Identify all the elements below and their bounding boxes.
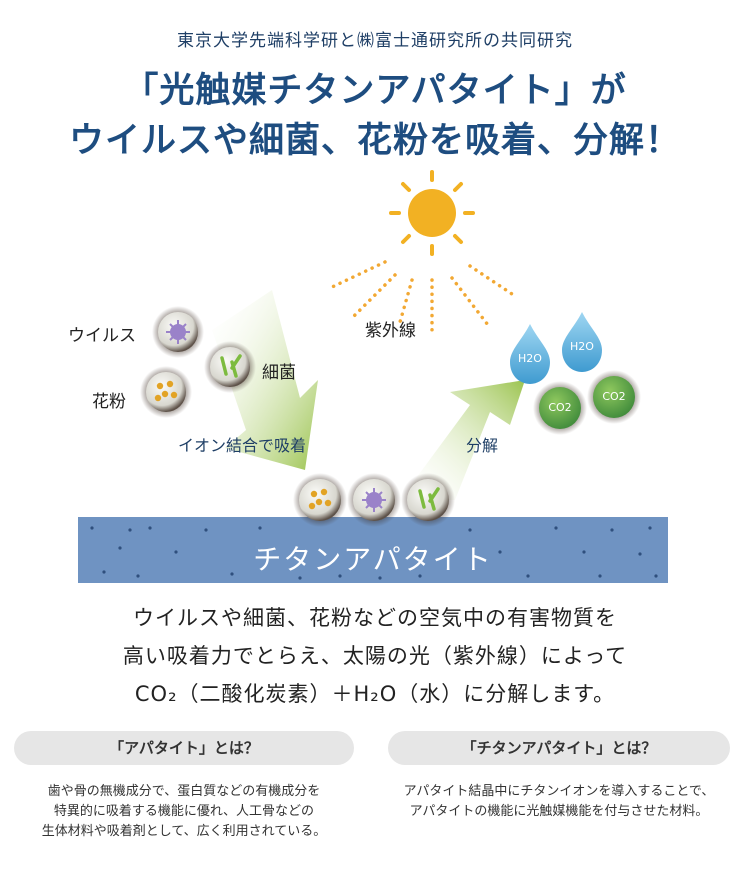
decomposition-arrow (400, 380, 525, 500)
titanium-apatite-description: アパタイト結晶中にチタンイオンを導入することで、 アパタイトの機能に光触媒機能を… (388, 782, 730, 822)
pollen-label: 花粉 (92, 392, 126, 412)
virus-icon (166, 320, 190, 344)
apatite-description: 歯や骨の無機成分で、蛋白質などの有機成分を 特異的に吸着する機能に優れ、人工骨な… (14, 782, 354, 842)
pollen-icon (154, 380, 178, 402)
adsorption-arrow (212, 290, 318, 470)
apatite-line: 歯や骨の無機成分で、蛋白質などの有機成分を (47, 784, 321, 799)
titanium-apatite-line: アパタイト結晶中にチタンイオンを導入することで、 (403, 784, 715, 799)
co2-label-1: CO2 (548, 401, 572, 414)
subtitle: 東京大学先端科学研と㈱富士通研究所の共同研究 (177, 31, 573, 51)
bacteria-icon (220, 354, 242, 378)
bacteria-particle (204, 341, 256, 393)
pollen-particle (140, 366, 192, 418)
co2-label-2: CO2 (602, 390, 626, 403)
titanium-apatite-label: チタンアパタイト (253, 543, 493, 576)
co2-molecule-1 (539, 387, 581, 429)
titanium-apatite-line: アパタイトの機能に光触媒機能を付与させた材料。 (409, 804, 709, 819)
headline-line-1: 「光触媒チタンアパタイト」が (123, 70, 627, 111)
h2o-droplet-2 (562, 312, 602, 372)
titanium-apatite-heading: 「チタンアパタイト」とは？ (388, 731, 730, 765)
h2o-droplet-1 (510, 324, 550, 384)
uv-label: 紫外線 (365, 321, 416, 341)
description-line-3: CO₂（二酸化炭素）＋H₂O（水）に分解します。 (134, 682, 616, 706)
apatite-line: 生体材料や吸着剤として、広く利用されている。 (41, 824, 327, 839)
co2-molecule-2 (593, 376, 635, 418)
adsorbed-pollen (293, 473, 347, 527)
decompose-label: 分解 (466, 436, 499, 455)
uv-rays (328, 260, 517, 332)
apatite-heading: 「アパタイト」とは？ (14, 731, 354, 765)
h2o-label-2: H2O (570, 340, 594, 353)
virus-particle (152, 306, 204, 358)
headline-line-2: ウイルスや細菌、花粉を吸着、分解！ (68, 120, 681, 161)
titanium-apatite-band (78, 517, 668, 583)
bacteria-label: 細菌 (262, 363, 296, 383)
band-dots (90, 526, 658, 580)
adsorbed-virus (347, 473, 401, 527)
adsorbed-bacteria (401, 473, 455, 527)
apatite-line: 特異的に吸着する機能に優れ、人工骨などの (53, 804, 315, 819)
description-line-1: ウイルスや細菌、花粉などの空気中の有害物質を (133, 606, 617, 630)
adsorption-label: イオン結合で吸着 (178, 436, 307, 455)
sun-icon (389, 170, 475, 256)
virus-label: ウイルス (68, 326, 136, 346)
h2o-label-1: H2O (518, 352, 542, 365)
description-line-2: 高い吸着力でとらえ、太陽の光（紫外線）によって (122, 644, 628, 668)
